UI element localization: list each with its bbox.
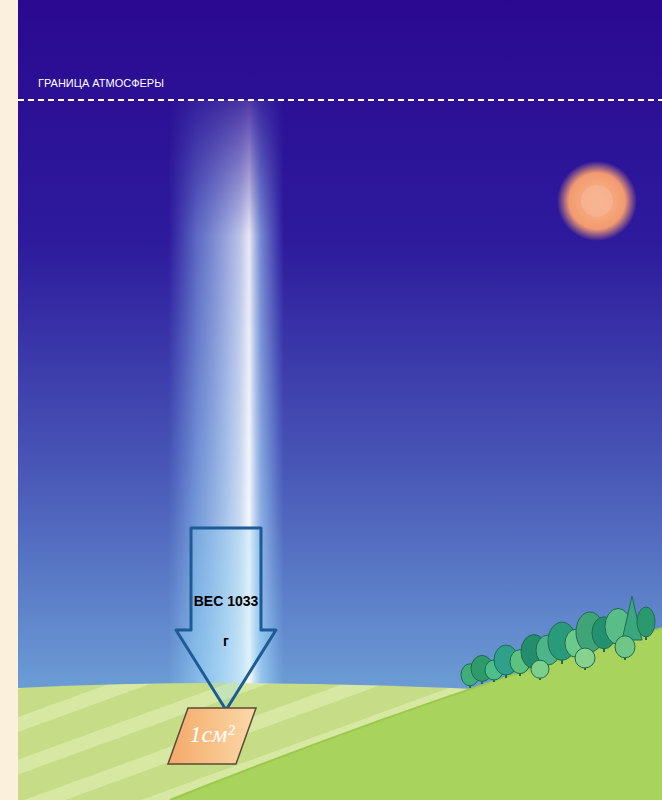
weight-arrow: ВЕС 1033 г [172,526,280,714]
unit-area-square: 1см² [166,706,258,766]
text-wrap: 1см² [166,718,258,750]
node-text: ВЕС 1033 г [193,581,259,661]
boundary-label: ГРАНИЦА АТМОСФЕРЫ [38,77,164,89]
weight-arrow-outline [172,526,280,714]
text-wrap: ВЕС 1033 г [172,581,280,661]
node-text: 1см² [172,718,252,750]
